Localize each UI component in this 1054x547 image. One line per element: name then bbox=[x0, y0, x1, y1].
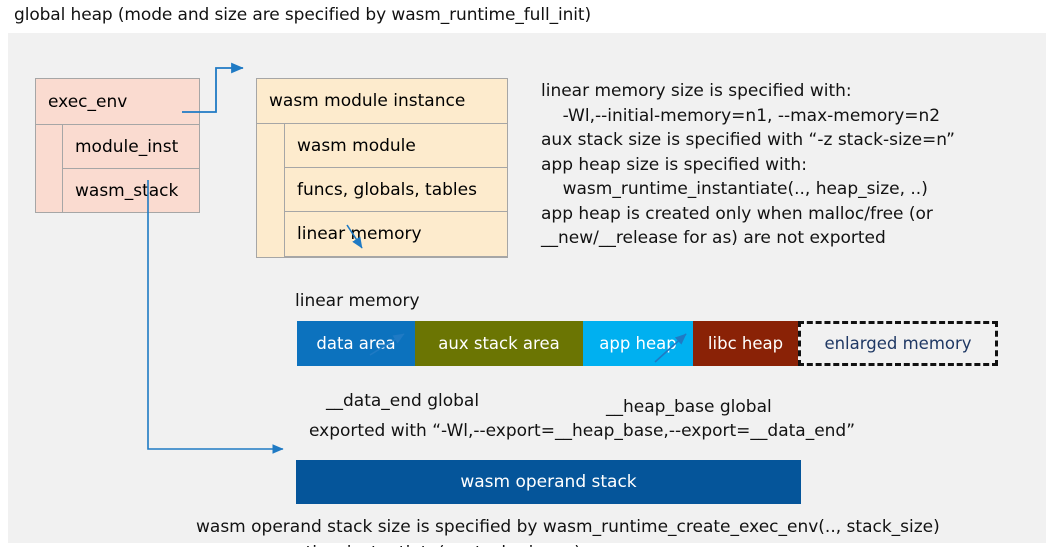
memory-segment-label: aux stack area bbox=[438, 334, 560, 353]
memory-configuration-note: linear memory size is specified with: -W… bbox=[541, 81, 955, 248]
memory-segment-label: enlarged memory bbox=[824, 334, 972, 353]
diagram-panel: exec_env module_inst wasm_stack wasm mod… bbox=[8, 33, 1046, 547]
wasm-stack-label: wasm_stack bbox=[75, 180, 179, 201]
data-end-callout: __data_end global bbox=[326, 391, 480, 411]
page-title: global heap (mode and size are specified… bbox=[14, 5, 591, 25]
memory-segment-label: app heap bbox=[599, 334, 677, 353]
funcs-globals-tables-label: funcs, globals, tables bbox=[297, 179, 477, 200]
exec-env-group: exec_env module_inst wasm_stack bbox=[35, 78, 200, 213]
exec-env-field-wasm-stack: wasm_stack bbox=[62, 168, 200, 213]
memory-segment-libc-heap: libc heap bbox=[693, 321, 798, 366]
module-inst-label: module_inst bbox=[75, 136, 179, 157]
linear-memory-caption: linear memory bbox=[295, 291, 420, 311]
exec-env-title: exec_env bbox=[48, 91, 128, 112]
memory-segment-label: libc heap bbox=[707, 334, 784, 353]
linear-memory-field-label: linear memory bbox=[297, 224, 422, 244]
memory-segment-data-area: data area bbox=[297, 321, 415, 366]
wasm-operand-stack-label: wasm operand stack bbox=[460, 472, 637, 492]
memory-segment-app-heap: app heap bbox=[583, 321, 693, 366]
wasm-module-instance-group: wasm module instance wasm module funcs, … bbox=[256, 78, 508, 258]
wasm-module-instance-header: wasm module instance bbox=[256, 78, 508, 124]
wasm-module-instance-title: wasm module instance bbox=[269, 91, 466, 111]
linear-memory-bar: data area aux stack area app heap libc heap… bbox=[297, 321, 998, 366]
heap-base-callout: __heap_base global bbox=[606, 397, 772, 417]
memory-segment-aux-stack-area: aux stack area bbox=[415, 321, 583, 366]
wasm-operand-stack-box: wasm operand stack bbox=[296, 460, 801, 504]
memory-segment-label: data area bbox=[316, 334, 396, 353]
exec-env-field-module-inst: module_inst bbox=[62, 124, 200, 169]
exec-env-header: exec_env bbox=[35, 78, 200, 125]
module-instance-field-wasm-module: wasm module bbox=[284, 123, 508, 168]
exported-with-callout: exported with “-Wl,--export=__heap_base,… bbox=[309, 421, 856, 441]
module-instance-field-linear-memory: linear memory bbox=[284, 211, 508, 257]
operand-stack-note: wasm operand stack size is specified by … bbox=[196, 517, 940, 547]
memory-segment-enlarged-memory: enlarged memory bbox=[798, 321, 998, 366]
module-instance-field-funcs-globals-tables: funcs, globals, tables bbox=[284, 167, 508, 212]
wasm-module-label: wasm module bbox=[297, 135, 416, 156]
